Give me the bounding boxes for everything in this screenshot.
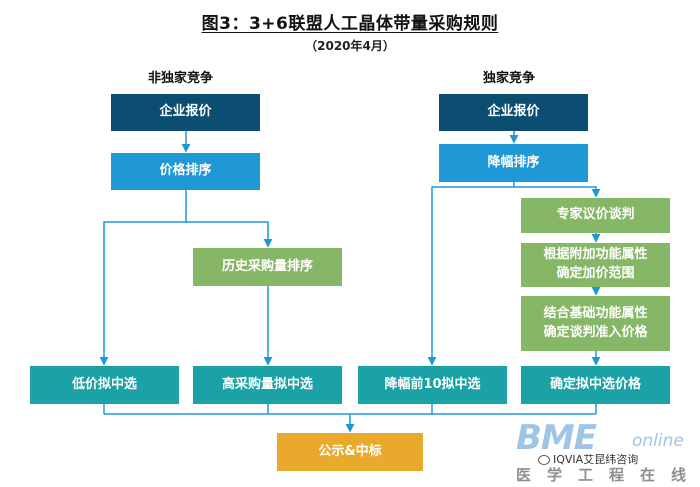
arrow-sort-to-low-price: [99, 190, 187, 366]
publicity-and-award-box: 公示&中标: [277, 433, 423, 471]
exclusive-label: 独家竞争: [483, 71, 536, 86]
watermark: BME online IQVIA艾昆纬咨询 医学工程在线: [516, 418, 700, 487]
expert-negotiation-box: 专家议价谈判: [521, 198, 670, 233]
markup-range-line2: 确定加价范围: [556, 266, 635, 281]
top10-selected-box: 降幅前10拟中选: [358, 366, 507, 404]
arrow-sort-to-history: [186, 221, 273, 248]
watermark-tagline: 医学工程在线: [516, 466, 700, 484]
admission-price-box: 结合基础功能属性 确定谈判准入价格: [521, 296, 670, 351]
markup-range-box: 根据附加功能属性 确定加价范围: [521, 243, 670, 287]
left-price-sort-box: 价格排序: [111, 153, 260, 190]
drop-sort-box: 降幅排序: [439, 144, 588, 182]
diagram-title: 图3：3+6联盟人工晶体带量采购规则: [201, 14, 499, 34]
non-exclusive-label: 非独家竞争: [148, 71, 214, 86]
left-enterprise-quote-box: 企业报价: [111, 94, 260, 131]
right-enterprise-quote-box: 企业报价: [439, 94, 588, 131]
diagram-subtitle: （2020年4月）: [305, 39, 395, 53]
watermark-wechat: IQVIA艾昆纬咨询: [536, 451, 641, 467]
watermark-brand-suffix: online: [632, 431, 684, 451]
history-volume-sort-box: 历史采购量排序: [193, 248, 342, 286]
arrow-drop-to-expert: [514, 186, 601, 198]
markup-range-line1: 根据附加功能属性: [543, 247, 648, 263]
admission-price-line1: 结合基础功能属性: [543, 305, 648, 321]
watermark-wechat-text: IQVIA艾昆纬咨询: [553, 453, 639, 466]
confirm-price-box: 确定拟中选价格: [521, 366, 670, 404]
wechat-icon: [538, 455, 550, 465]
high-volume-selected-box: 高采购量拟中选: [193, 366, 342, 404]
arrow-drop-to-top10: [427, 182, 515, 366]
low-price-selected-box: 低价拟中选: [30, 366, 179, 404]
admission-price-line2: 确定谈判准入价格: [543, 324, 648, 340]
